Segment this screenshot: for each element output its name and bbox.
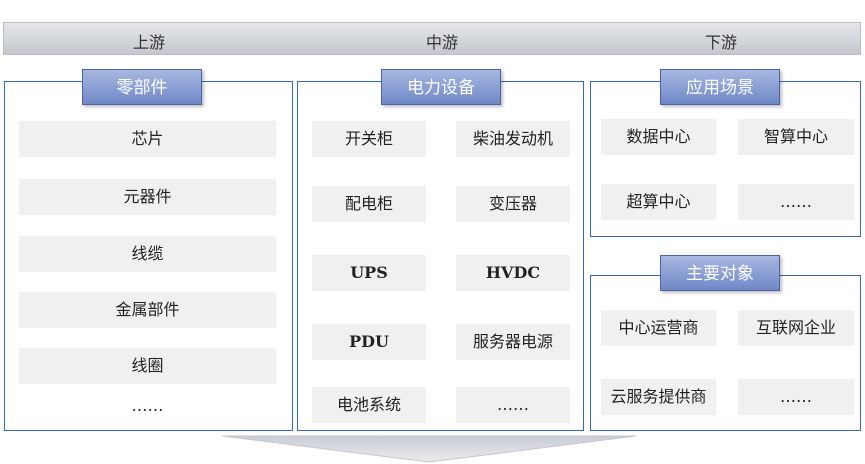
stage-bar: [3, 22, 861, 55]
stage-midstream: 中游: [425, 33, 458, 52]
application-item: 智算中心: [738, 119, 854, 155]
equipment-item: 服务器电源: [456, 324, 570, 360]
equipment-item: HVDC: [456, 255, 570, 291]
equipment-item: 柴油发动机: [456, 121, 570, 157]
component-item: 线圈: [19, 348, 276, 384]
entity-item: 互联网企业: [738, 310, 854, 346]
component-item: 线缆: [19, 236, 276, 272]
entity-item: 中心运营商: [601, 310, 716, 346]
equipment-item: 变压器: [456, 186, 570, 222]
stage-upstream: 上游: [132, 33, 165, 52]
component-ellipsis: ……: [131, 396, 164, 415]
application-item: ……: [738, 184, 854, 220]
equipment-item: 电池系统: [312, 387, 426, 423]
equipment-item: 开关柜: [312, 121, 426, 157]
entities-title: 主要对象: [660, 255, 780, 291]
application-item: 超算中心: [601, 184, 716, 220]
equipment-item: UPS: [312, 255, 426, 291]
application-item: 数据中心: [601, 119, 716, 155]
equipment-item: 配电柜: [312, 186, 426, 222]
entity-item: 云服务提供商: [601, 379, 716, 415]
applications-title: 应用场景: [660, 69, 780, 105]
stage-downstream: 下游: [704, 33, 737, 52]
component-item: 金属部件: [19, 292, 276, 328]
equipment-item: PDU: [312, 324, 426, 360]
equipment-item: ……: [456, 387, 570, 423]
component-item: 芯片: [19, 121, 276, 157]
equipment-title: 电力设备: [381, 69, 501, 105]
component-item: 元器件: [19, 179, 276, 215]
components-title: 零部件: [82, 69, 202, 105]
entity-item: ……: [738, 379, 854, 415]
